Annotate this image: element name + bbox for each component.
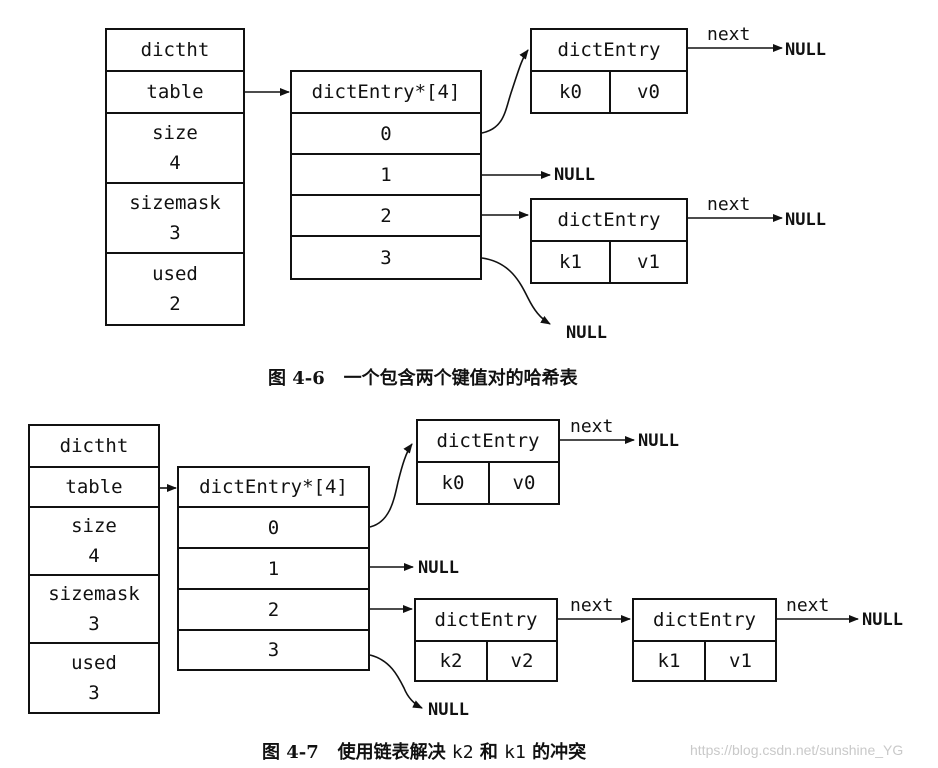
fig1-array-header-text: dictEntry*[4] [311, 81, 461, 103]
fig2-dictht-used: used 3 [28, 642, 160, 714]
fig2-entry-a-key-text: k0 [441, 472, 465, 494]
fig2-sizemask-label: sizemask [48, 583, 140, 605]
fig2-array-slot-2: 2 [177, 588, 370, 631]
fig1-dictht-table-text: table [146, 81, 204, 103]
fig1-sizemask-value: 3 [169, 222, 181, 244]
fig2-entry-b-key: k2 [414, 640, 488, 682]
fig1-entry-a-value-text: v0 [637, 81, 660, 103]
fig2-dictht-table: table [28, 466, 160, 508]
fig2-array-header-text: dictEntry*[4] [199, 476, 348, 498]
fig1-caption-prefix: 图 4-6 [268, 368, 325, 389]
fig2-slot-3-text: 3 [267, 639, 280, 661]
fig2-dictht-table-text: table [65, 476, 123, 498]
fig2-entry-a-key: k0 [416, 461, 490, 505]
fig1-size-value: 4 [169, 152, 181, 174]
fig2-entry-a-value: v0 [488, 461, 560, 505]
fig2-caption-part1: 使用链表解决 [337, 742, 446, 763]
fig2-array-header: dictEntry*[4] [177, 466, 370, 508]
fig1-array-slot-3: 3 [290, 235, 482, 280]
fig1-null-label-slot3: NULL [566, 323, 607, 343]
fig1-arrow-slot3-to-null [481, 257, 551, 325]
fig2-dictht-header-text: dictht [59, 435, 129, 457]
fig1-null-label-slot1: NULL [554, 165, 595, 185]
fig1-entry-a-value: v0 [609, 70, 688, 114]
fig1-caption-text: 一个包含两个键值对的哈希表 [343, 368, 578, 389]
fig2-slot-2-text: 2 [267, 598, 280, 621]
fig1-size-label: size [152, 122, 198, 144]
fig2-caption-part2: 的冲突 [532, 742, 587, 763]
fig2-caption-prefix: 图 4-7 [262, 742, 319, 763]
fig2-size-label: size [71, 515, 117, 537]
fig1-slot-2-text: 2 [380, 204, 392, 227]
fig2-arrow-slot0-to-entry-a [369, 443, 413, 528]
fig2-dictht-sizemask: sizemask 3 [28, 574, 160, 644]
fig2-sizemask-value: 3 [88, 613, 100, 635]
fig2-entry-b-header: dictEntry [414, 598, 558, 642]
fig2-used-value: 3 [88, 682, 100, 704]
fig1-entry-b-key: k1 [530, 240, 611, 284]
fig2-array-slot-3: 3 [177, 629, 370, 671]
fig1-entry-b-key-text: k1 [559, 251, 582, 273]
fig2-slot-1-text: 1 [267, 557, 280, 580]
fig1-next-label-a: next [707, 24, 751, 45]
watermark-url: https://blog.csdn.net/sunshine_YG [690, 742, 904, 758]
fig1-entry-b-header: dictEntry [530, 198, 688, 242]
fig1-null-label-b: NULL [785, 210, 826, 230]
fig1-entry-b-value-text: v1 [637, 251, 660, 273]
fig2-next-label-c: next [786, 595, 830, 616]
fig2-entry-c-header-text: dictEntry [653, 609, 756, 631]
fig1-array-slot-2: 2 [290, 194, 482, 237]
fig2-entry-b-header-text: dictEntry [434, 609, 538, 631]
fig2-caption-k2: k2 [451, 742, 474, 763]
fig2-next-label-a: next [570, 416, 614, 437]
fig2-caption-k1: k1 [504, 742, 526, 763]
fig1-dictht-size: size 4 [105, 112, 245, 184]
fig2-used-label: used [71, 652, 117, 674]
fig1-entry-a-key-text: k0 [559, 81, 582, 103]
fig1-used-value: 2 [169, 293, 181, 315]
fig1-next-label-b: next [707, 194, 751, 215]
fig2-slot-0-text: 0 [267, 516, 280, 539]
fig2-entry-c-value: v1 [704, 640, 777, 682]
fig1-entry-a-key: k0 [530, 70, 611, 114]
fig1-used-label: used [152, 263, 198, 285]
fig2-size-value: 4 [88, 545, 100, 567]
fig2-null-label-slot3: NULL [428, 700, 469, 720]
fig2-null-label-c: NULL [862, 610, 903, 630]
fig2-arrow-slot3-to-null [369, 654, 423, 709]
fig1-entry-a-header-text: dictEntry [557, 39, 661, 61]
fig2-entry-c-key-text: k1 [657, 650, 681, 672]
fig1-entry-b-value: v1 [609, 240, 688, 284]
fig1-arrow-slot0-to-entry-a [481, 49, 529, 134]
fig1-slot-3-text: 3 [380, 246, 392, 269]
fig2-next-label-b: next [570, 595, 614, 616]
fig2-entry-b-value-text: v2 [510, 650, 534, 672]
fig1-sizemask-label: sizemask [129, 192, 221, 214]
fig2-dictht-size: size 4 [28, 506, 160, 576]
fig2-caption: 图 4-7 使用链表解决 k2 和 k1 的冲突 [262, 738, 586, 764]
fig2-entry-b-value: v2 [486, 640, 558, 682]
fig2-entry-a-header-text: dictEntry [436, 430, 540, 452]
fig2-caption-and: 和 [479, 742, 498, 763]
fig1-slot-1-text: 1 [380, 163, 392, 186]
fig1-dictht-used: used 2 [105, 252, 245, 326]
fig2-entry-c-value-text: v1 [729, 650, 752, 672]
fig1-caption: 图 4-6 一个包含两个键值对的哈希表 [268, 364, 578, 390]
fig2-entry-a-value-text: v0 [512, 472, 536, 494]
fig2-entry-b-key-text: k2 [439, 650, 463, 672]
fig1-dictht-header-text: dictht [140, 39, 210, 61]
fig1-slot-0-text: 0 [380, 122, 392, 145]
fig2-entry-c-header: dictEntry [632, 598, 777, 642]
fig2-null-label-slot1: NULL [418, 558, 459, 578]
fig1-dictht-header: dictht [105, 28, 245, 72]
fig1-null-label-a: NULL [785, 40, 826, 60]
fig1-entry-b-header-text: dictEntry [557, 209, 661, 231]
fig2-null-label-a: NULL [638, 431, 679, 451]
fig1-dictht-sizemask: sizemask 3 [105, 182, 245, 254]
